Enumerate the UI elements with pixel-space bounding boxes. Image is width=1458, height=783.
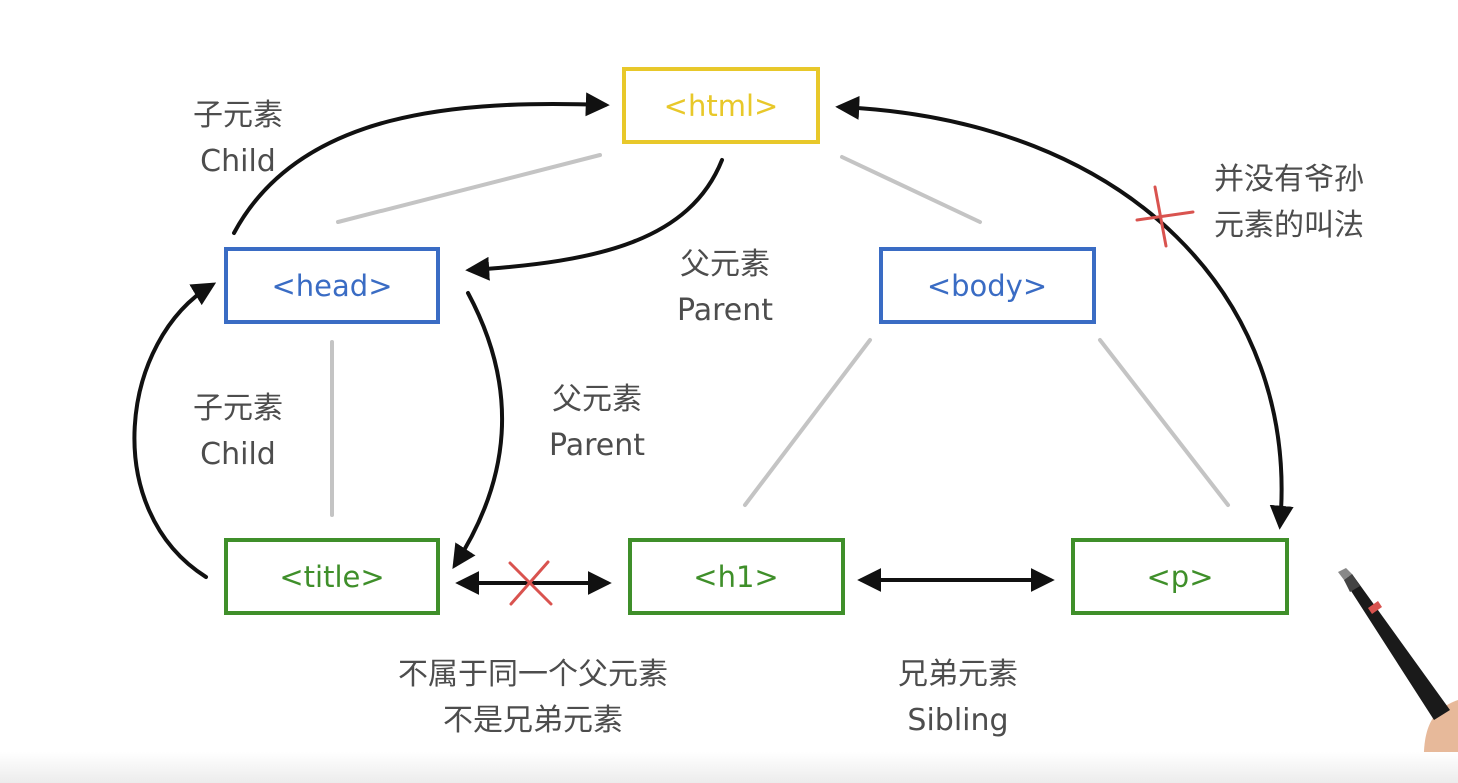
node-h1: <h1> [628,538,845,615]
pen-icon [1338,568,1458,783]
label-parent-html-head: 父元素 Parent [650,242,800,334]
arrow-html-to-head [465,158,724,281]
node-html-box [622,67,820,144]
label-child-en: Child [200,437,276,472]
node-title-label: <title> [279,560,384,594]
node-head-label: <head> [272,269,393,303]
label-parent-zh: 父元素 [680,247,770,282]
arrow-title-to-head [132,282,217,579]
label-not-sibling-line2: 不是兄弟元素 [443,703,623,738]
label-parent-en: Parent [548,428,646,463]
label-parent-zh: 父元素 [552,382,642,417]
label-child-title-head: 子元素 Child [168,386,308,478]
label-not-sibling: 不属于同一个父元素 不是兄弟元素 [368,652,698,744]
node-p-box [1071,538,1289,615]
tree-line-body-h1 [743,338,872,507]
label-child-zh: 子元素 [193,391,283,426]
label-parent-en: Parent [676,293,774,328]
node-head: <head> [224,247,440,324]
label-sibling-zh: 兄弟元素 [898,657,1018,692]
label-no-grandchild-line2: 元素的叫法 [1214,208,1364,243]
bottom-shadow [0,752,1458,783]
label-child-en: Child [200,144,276,179]
label-no-grandchild: 并没有爷孙 元素的叫法 [1214,157,1414,249]
cross-marks [508,185,1195,606]
cross-mark-grandchild [1135,185,1195,248]
cross-mark-not-sibling [508,560,553,606]
node-h1-label: <h1> [693,560,778,594]
label-sibling: 兄弟元素 Sibling [878,652,1038,744]
node-title-box [224,538,440,615]
node-p: <p> [1071,538,1289,615]
node-head-box [224,247,440,324]
arrow-head-to-title [452,291,505,570]
label-not-sibling-line1: 不属于同一个父元素 [398,657,668,692]
label-parent-head-title: 父元素 Parent [522,377,672,469]
label-child-head-html: 子元素 Child [168,93,308,185]
tree-line-body-p [1098,338,1230,507]
label-child-zh: 子元素 [193,98,283,133]
tree-line-html-body [840,155,982,224]
tree-lines [330,153,1230,517]
node-p-label: <p> [1146,560,1213,594]
relation-arrows [132,92,1294,595]
label-sibling-en: Sibling [907,703,1009,738]
node-body-label: <body> [927,269,1047,303]
tree-line-html-head [336,153,602,224]
label-no-grandchild-line1: 并没有爷孙 [1214,162,1364,197]
arrow-html-p-double [835,95,1294,530]
node-body-box [879,247,1096,324]
node-body: <body> [879,247,1096,324]
node-html: <html> [622,67,820,144]
node-title: <title> [224,538,440,615]
node-h1-box [628,538,845,615]
arrow-head-to-html [232,92,610,235]
node-html-label: <html> [664,89,779,123]
